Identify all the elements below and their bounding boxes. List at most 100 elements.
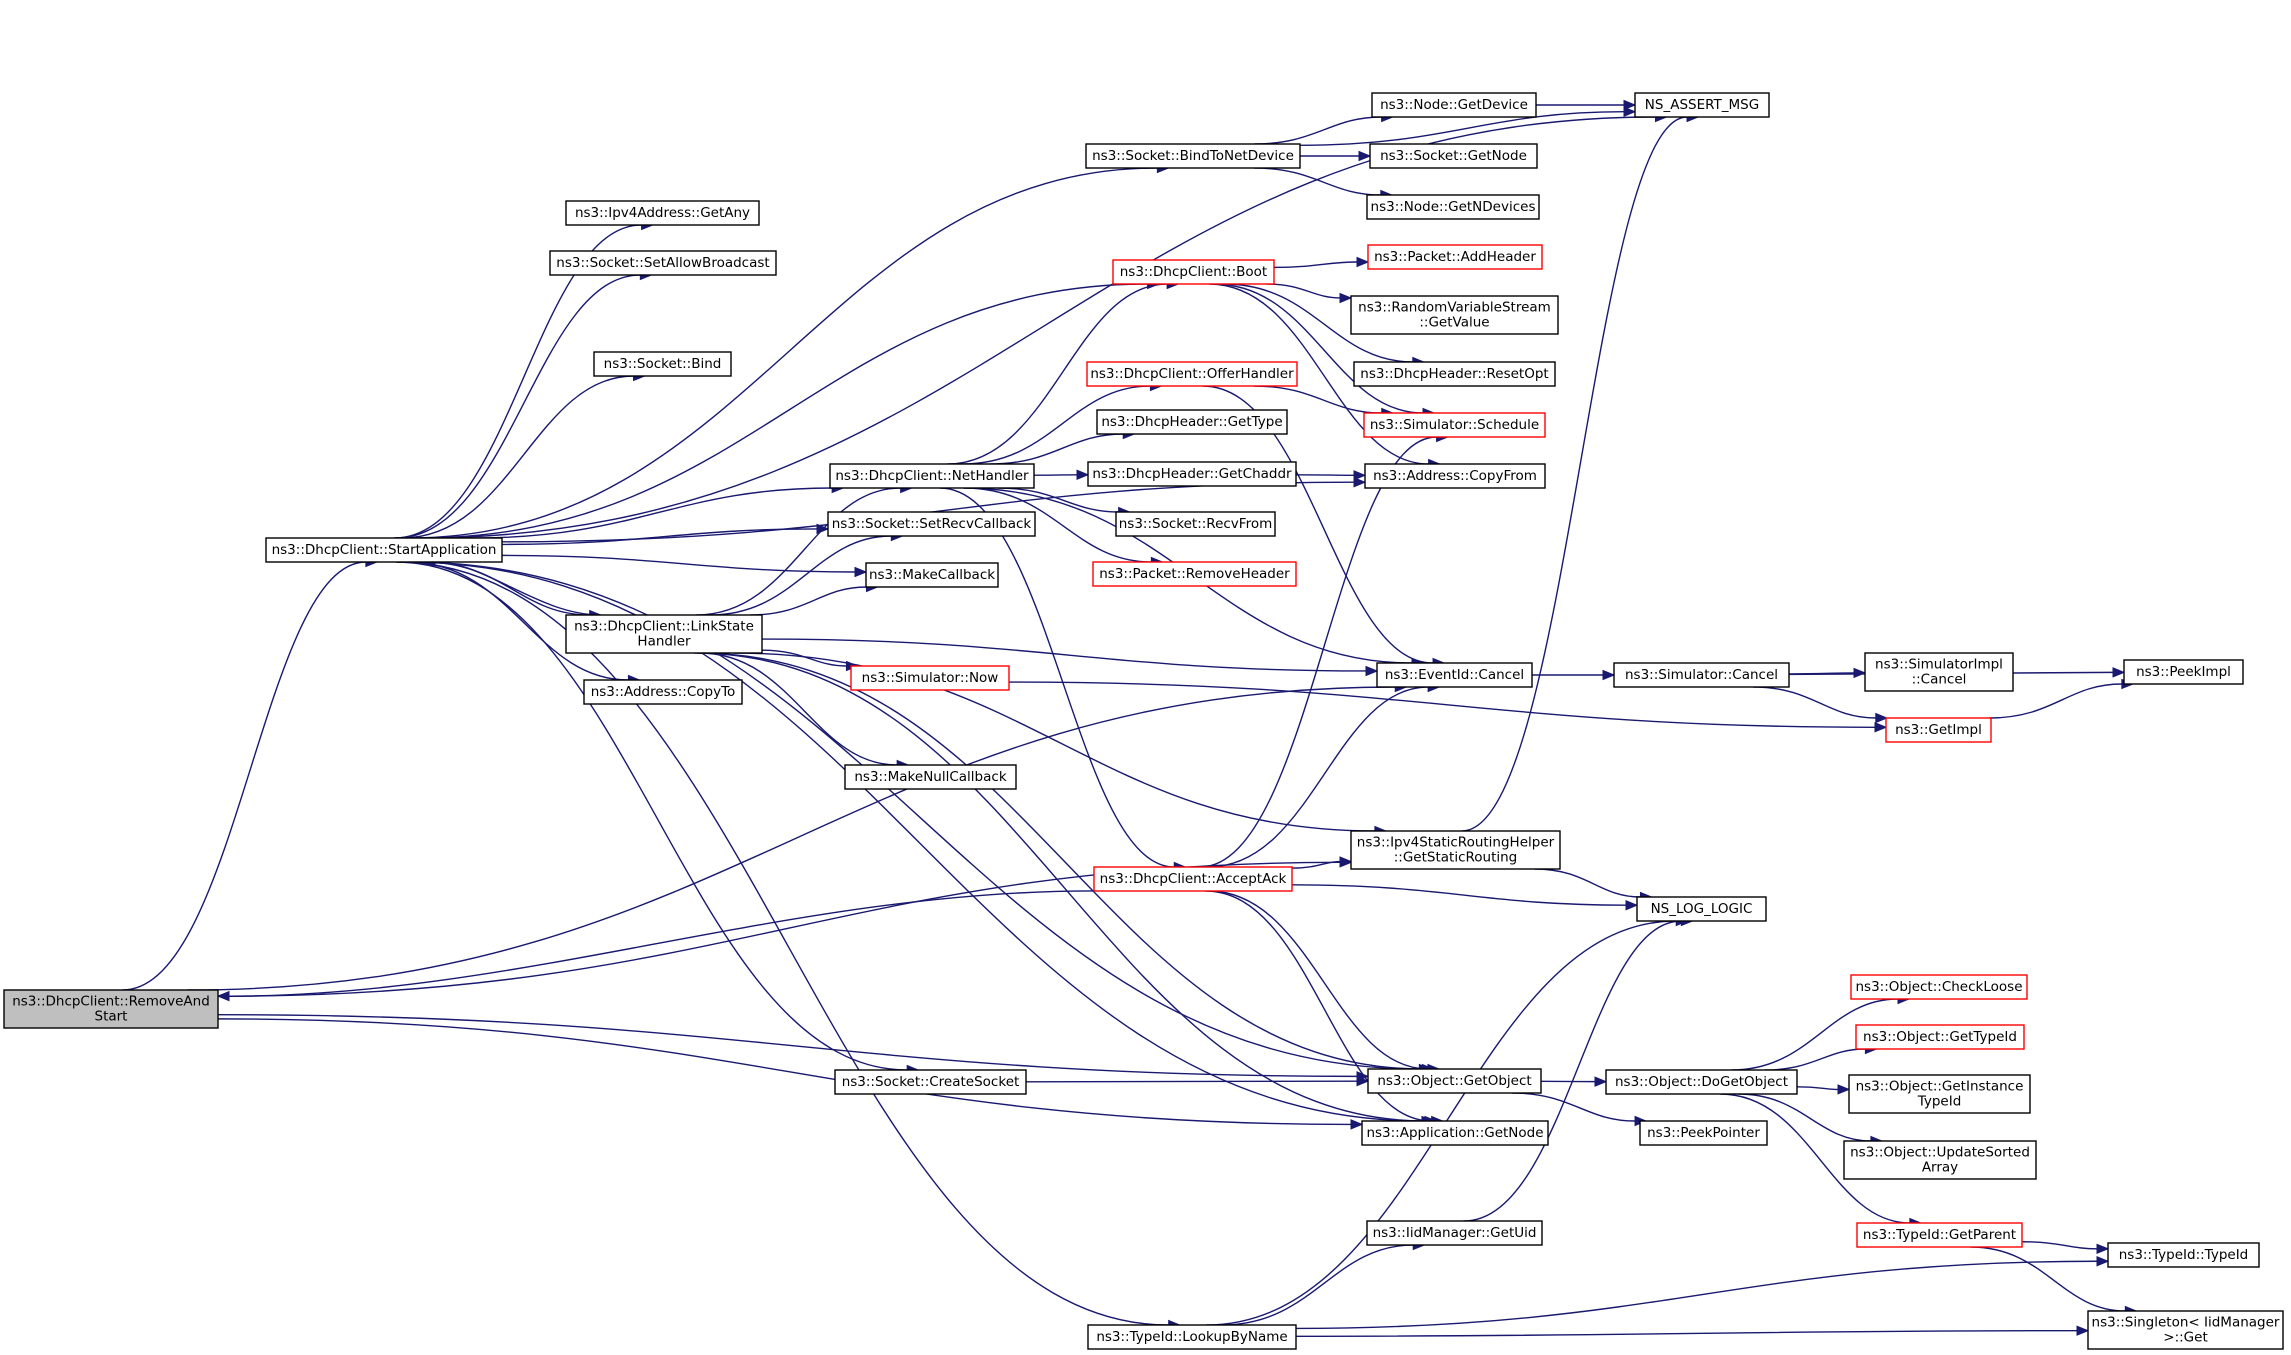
edge-line [1253,385,1382,414]
node-box [1848,1074,2031,1114]
node-setallowbroadcast[interactable]: ns3::Socket::SetAllowBroadcast [549,250,777,276]
edge-acceptack-to-removeandstart [216,890,1095,1002]
node-setrecvcallback[interactable]: ns3::Socket::SetRecvCallback [827,511,1036,537]
edge-line [697,652,1423,1070]
node-box [1085,143,1301,169]
edge-line [393,224,642,539]
edge-line [434,561,601,616]
node-getany[interactable]: ns3::Ipv4Address::GetAny [565,200,760,226]
node-nodegetdevice[interactable]: ns3::Node::GetDevice [1371,92,1537,118]
node-nethandler[interactable]: ns3::DhcpClient::NetHandler [829,463,1035,489]
node-acceptack[interactable]: ns3::DhcpClient::AcceptAck [1093,866,1293,892]
node-box [549,250,777,276]
node-gettype[interactable]: ns3::DhcpHeader::GetType [1096,409,1288,435]
node-socketgetnode[interactable]: ns3::Socket::GetNode [1369,143,1538,169]
arrowhead [1623,106,1637,117]
node-makenullcallback[interactable]: ns3::MakeNullCallback [844,764,1017,790]
node-startapplication[interactable]: ns3::DhcpClient::StartApplication [265,537,503,563]
node-recvfrom[interactable]: ns3::Socket::RecvFrom [1115,511,1276,537]
node-getparent[interactable]: ns3::TypeId::GetParent [1856,1222,2023,1248]
node-peekpointer[interactable]: ns3::PeekPointer [1639,1120,1768,1146]
node-label: ns3::TypeId::LookupByName [1096,1329,1287,1345]
node-peekimpl[interactable]: ns3::PeekImpl [2123,659,2244,685]
edge-bindtonetdevice-to-assertmsg [1299,106,1637,146]
node-label: ns3::Packet::RemoveHeader [1099,566,1290,582]
edge-line [1213,283,1424,414]
node-addresscopyto[interactable]: ns3::Address::CopyTo [583,679,743,705]
node-box [1353,361,1556,387]
node-checkloose[interactable]: ns3::Object::CheckLoose [1850,974,2028,1000]
edge-line [1254,116,1382,145]
node-getstaticrouting[interactable]: ns3::Ipv4StaticRoutingHelper::GetStaticR… [1350,830,1561,870]
node-getchaddr[interactable]: ns3::DhcpHeader::GetChaddr [1087,461,1297,487]
edges-layer [122,99,2138,1337]
node-schedule[interactable]: ns3::Simulator::Schedule [1363,412,1546,438]
node-getobject[interactable]: ns3::Object::GetObject [1367,1068,1542,1094]
node-makecallback[interactable]: ns3::MakeCallback [865,562,999,588]
node-resetopt[interactable]: ns3::DhcpHeader::ResetOpt [1353,361,1556,387]
node-getuid[interactable]: ns3::IidManager::GetUid [1366,1220,1543,1246]
edge-line [408,561,1420,1070]
edge-line [710,535,892,616]
node-label: ns3::Socket::SetRecvCallback [832,516,1032,532]
node-box [1367,1068,1542,1094]
arrowhead [1874,722,1888,733]
node-simulatornow[interactable]: ns3::Simulator::Now [850,665,1010,691]
node-label: ::GetStaticRouting [1394,850,1518,866]
node-label: ns3::Object::GetObject [1377,1073,1531,1089]
node-box [1634,92,1770,118]
node-loglogic[interactable]: NS_LOG_LOGIC [1636,896,1767,922]
node-label: >::Get [2163,1330,2207,1346]
node-lookupbyname[interactable]: ns3::TypeId::LookupByName [1087,1324,1297,1350]
node-label: ns3::RandomVariableStream [1358,300,1551,316]
node-label: ns3::GetImpl [1895,722,1982,738]
node-label: ns3::TypeId::GetParent [1863,1227,2016,1243]
arrowhead [1594,1076,1608,1087]
node-typeidtypeid[interactable]: ns3::TypeId::TypeId [2107,1242,2260,1268]
node-createsocket[interactable]: ns3::Socket::CreateSocket [834,1069,1027,1095]
node-boot[interactable]: ns3::DhcpClient::Boot [1112,259,1275,285]
node-objgettypeid[interactable]: ns3::Object::GetTypeId [1855,1024,2025,1050]
node-box [1086,361,1298,387]
node-getndevices[interactable]: ns3::Node::GetNDevices [1366,194,1540,220]
node-box [1605,1069,1798,1095]
node-simimplcancel[interactable]: ns3::SimulatorImpl::Cancel [1864,652,2014,692]
node-removeheader[interactable]: ns3::Packet::RemoveHeader [1092,561,1297,587]
edge-line [733,652,1375,832]
node-simcancel[interactable]: ns3::Simulator::Cancel [1613,662,1790,688]
node-appgetnode[interactable]: ns3::Application::GetNode [1361,1120,1549,1146]
edge-acceptack-to-loglogic [1291,884,1639,911]
node-rvsgetvalue[interactable]: ns3::RandomVariableStream::GetValue [1350,295,1559,335]
edge-line [694,652,1425,1122]
node-label: ns3::Socket::RecvFrom [1119,516,1273,532]
edge-startapplication-to-getobject [408,561,1432,1075]
node-bindtonetdevice[interactable]: ns3::Socket::BindToNetDevice [1085,143,1301,169]
node-box [1096,409,1288,435]
node-assertmsg[interactable]: NS_ASSERT_MSG [1634,92,1770,118]
node-label: ns3::SimulatorImpl [1875,657,2003,673]
node-socketbind[interactable]: ns3::Socket::Bind [593,351,732,377]
edge-nethandler-to-getchaddr [1033,469,1090,481]
edge-linkstatehandler-to-getobject [697,652,1435,1075]
node-label: ns3::MakeCallback [869,567,995,583]
node-label: ns3::TypeId::TypeId [2119,1247,2249,1263]
node-dogetobject[interactable]: ns3::Object::DoGetObject [1605,1069,1798,1095]
node-box [2123,659,2244,685]
node-box [1885,717,1992,743]
node-eventcancel[interactable]: ns3::EventId::Cancel [1376,662,1533,688]
edge-line [217,1014,1358,1078]
node-getimpl[interactable]: ns3::GetImpl [1885,717,1992,743]
node-box [1371,92,1537,118]
node-offerhandler[interactable]: ns3::DhcpClient::OfferHandler [1086,361,1298,387]
edge-linkstatehandler-to-getstaticrouting [733,652,1388,837]
edge-boot-to-addheader [1273,256,1370,269]
edge-startapplication-to-lookupbyname [396,561,1182,1331]
edge-line [1989,683,2122,719]
node-singletonget[interactable]: ns3::Singleton< IidManager>::Get [2087,1310,2284,1350]
node-addheader[interactable]: ns3::Packet::AddHeader [1367,244,1543,270]
node-copyfrom[interactable]: ns3::Address::CopyFrom [1364,463,1546,489]
